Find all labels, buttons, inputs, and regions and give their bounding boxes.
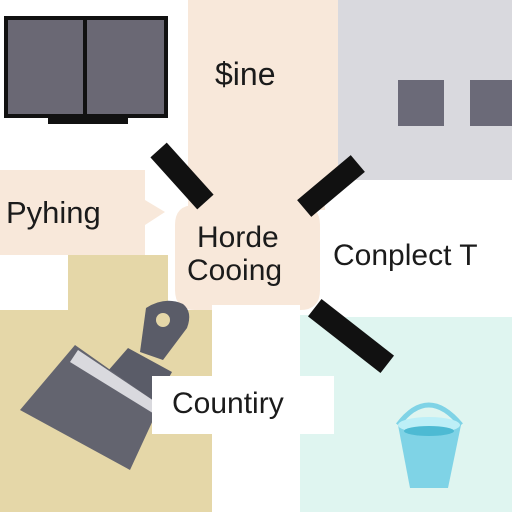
tan-panel-top-block	[68, 255, 168, 310]
gray-box-left	[398, 80, 444, 126]
gray-box-right	[470, 80, 512, 126]
center-label-line1: Horde	[197, 221, 279, 254]
left-label: Pyhing	[6, 195, 101, 230]
peach-panel	[188, 0, 338, 210]
right-label: Conplect T	[333, 239, 478, 272]
bottom-label-box	[152, 376, 334, 434]
white-right-panel	[325, 182, 512, 317]
top-center-label: $ine	[215, 56, 276, 92]
center-label-line2: Cooing	[187, 254, 283, 287]
bottom-label: Countiry	[172, 387, 284, 420]
